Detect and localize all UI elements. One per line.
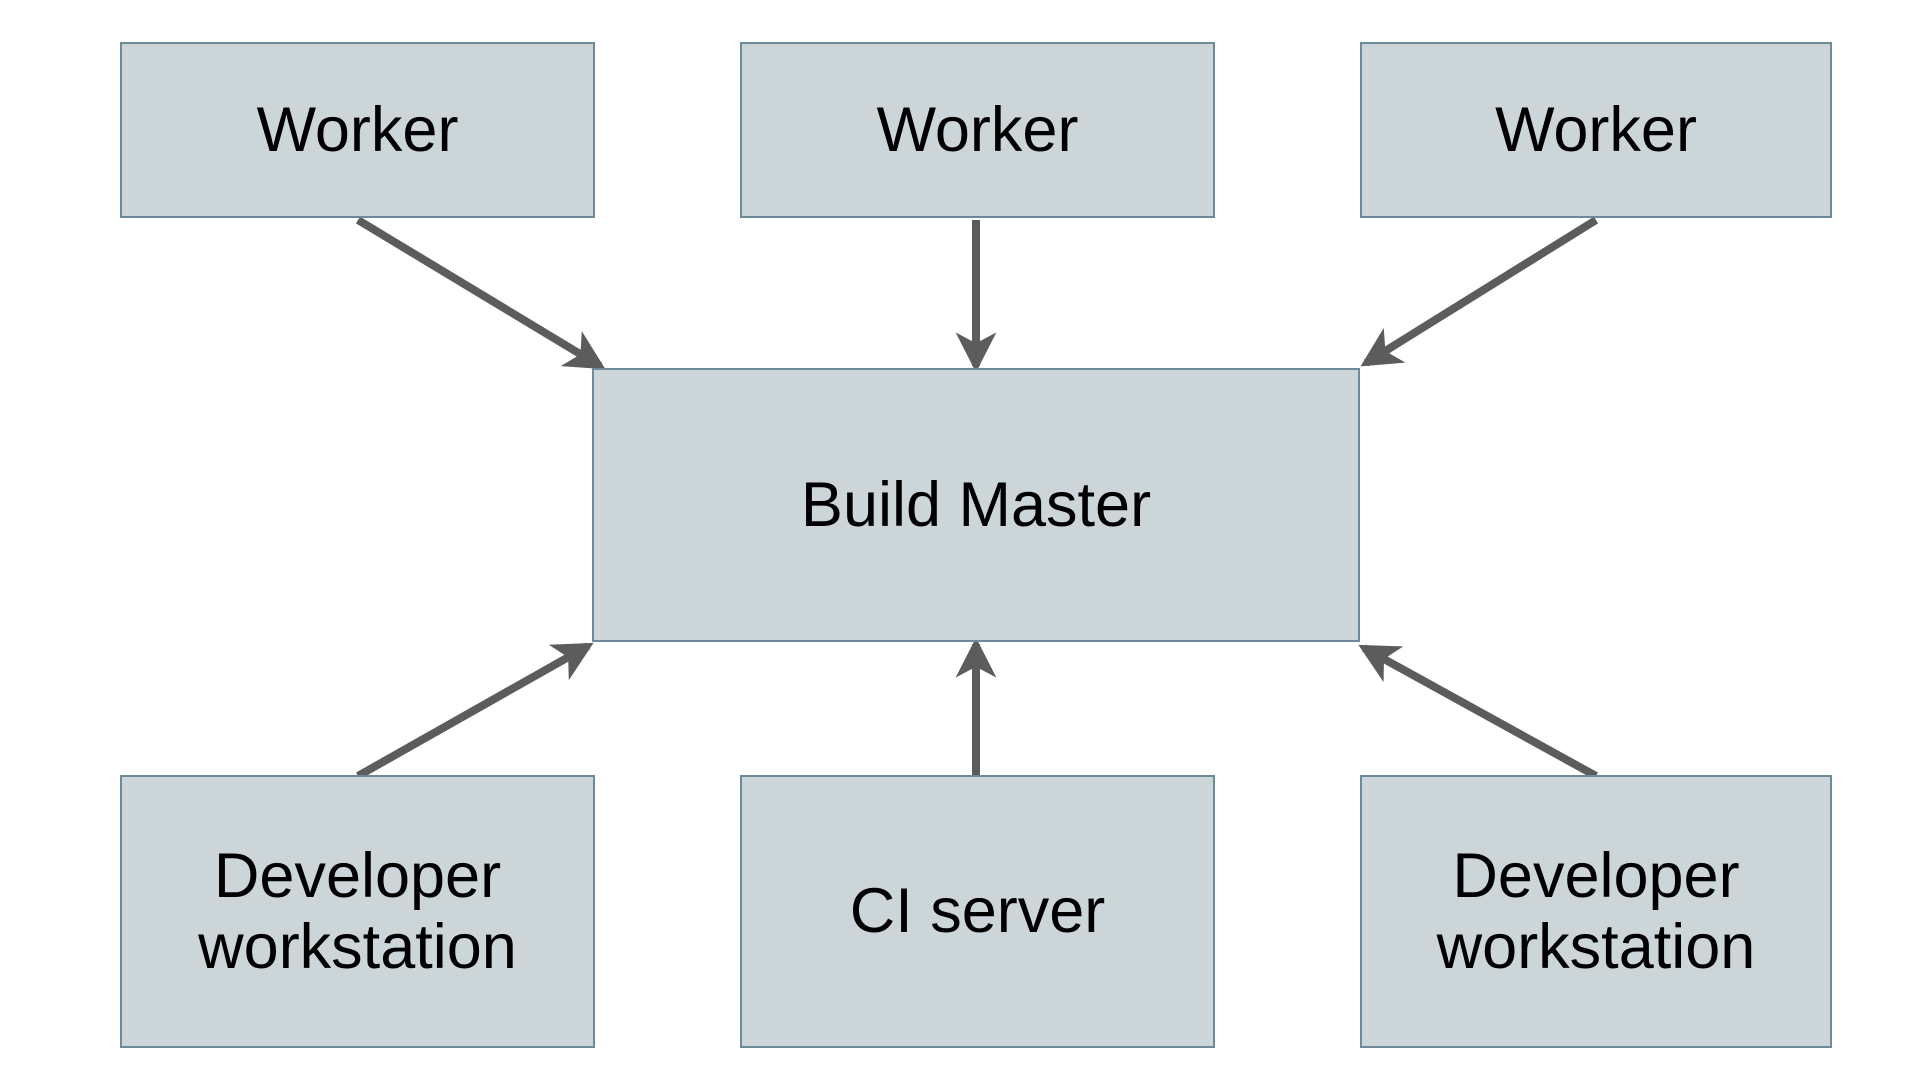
edge-worker-left-to-master bbox=[355, 216, 606, 370]
edge-dev-left-to-master bbox=[356, 642, 594, 780]
node-label: Developer workstation bbox=[1436, 840, 1756, 982]
node-developer-workstation-left[interactable]: Developer workstation bbox=[120, 775, 595, 1048]
node-label: Worker bbox=[876, 94, 1079, 165]
node-worker-left[interactable]: Worker bbox=[120, 42, 595, 218]
edge-dev-right-to-master bbox=[1358, 644, 1598, 780]
node-developer-workstation-right[interactable]: Developer workstation bbox=[1360, 775, 1832, 1048]
node-worker-right[interactable]: Worker bbox=[1360, 42, 1832, 218]
node-label: Build Master bbox=[800, 469, 1152, 540]
node-worker-center[interactable]: Worker bbox=[740, 42, 1215, 218]
node-label: CI server bbox=[849, 876, 1106, 947]
node-label: Worker bbox=[1495, 94, 1697, 165]
node-label: Worker bbox=[256, 94, 459, 165]
edge-worker-right-to-master bbox=[1360, 216, 1599, 367]
node-label: Developer workstation bbox=[198, 840, 517, 982]
node-build-master[interactable]: Build Master bbox=[592, 368, 1360, 642]
node-ci-server[interactable]: CI server bbox=[740, 775, 1215, 1048]
